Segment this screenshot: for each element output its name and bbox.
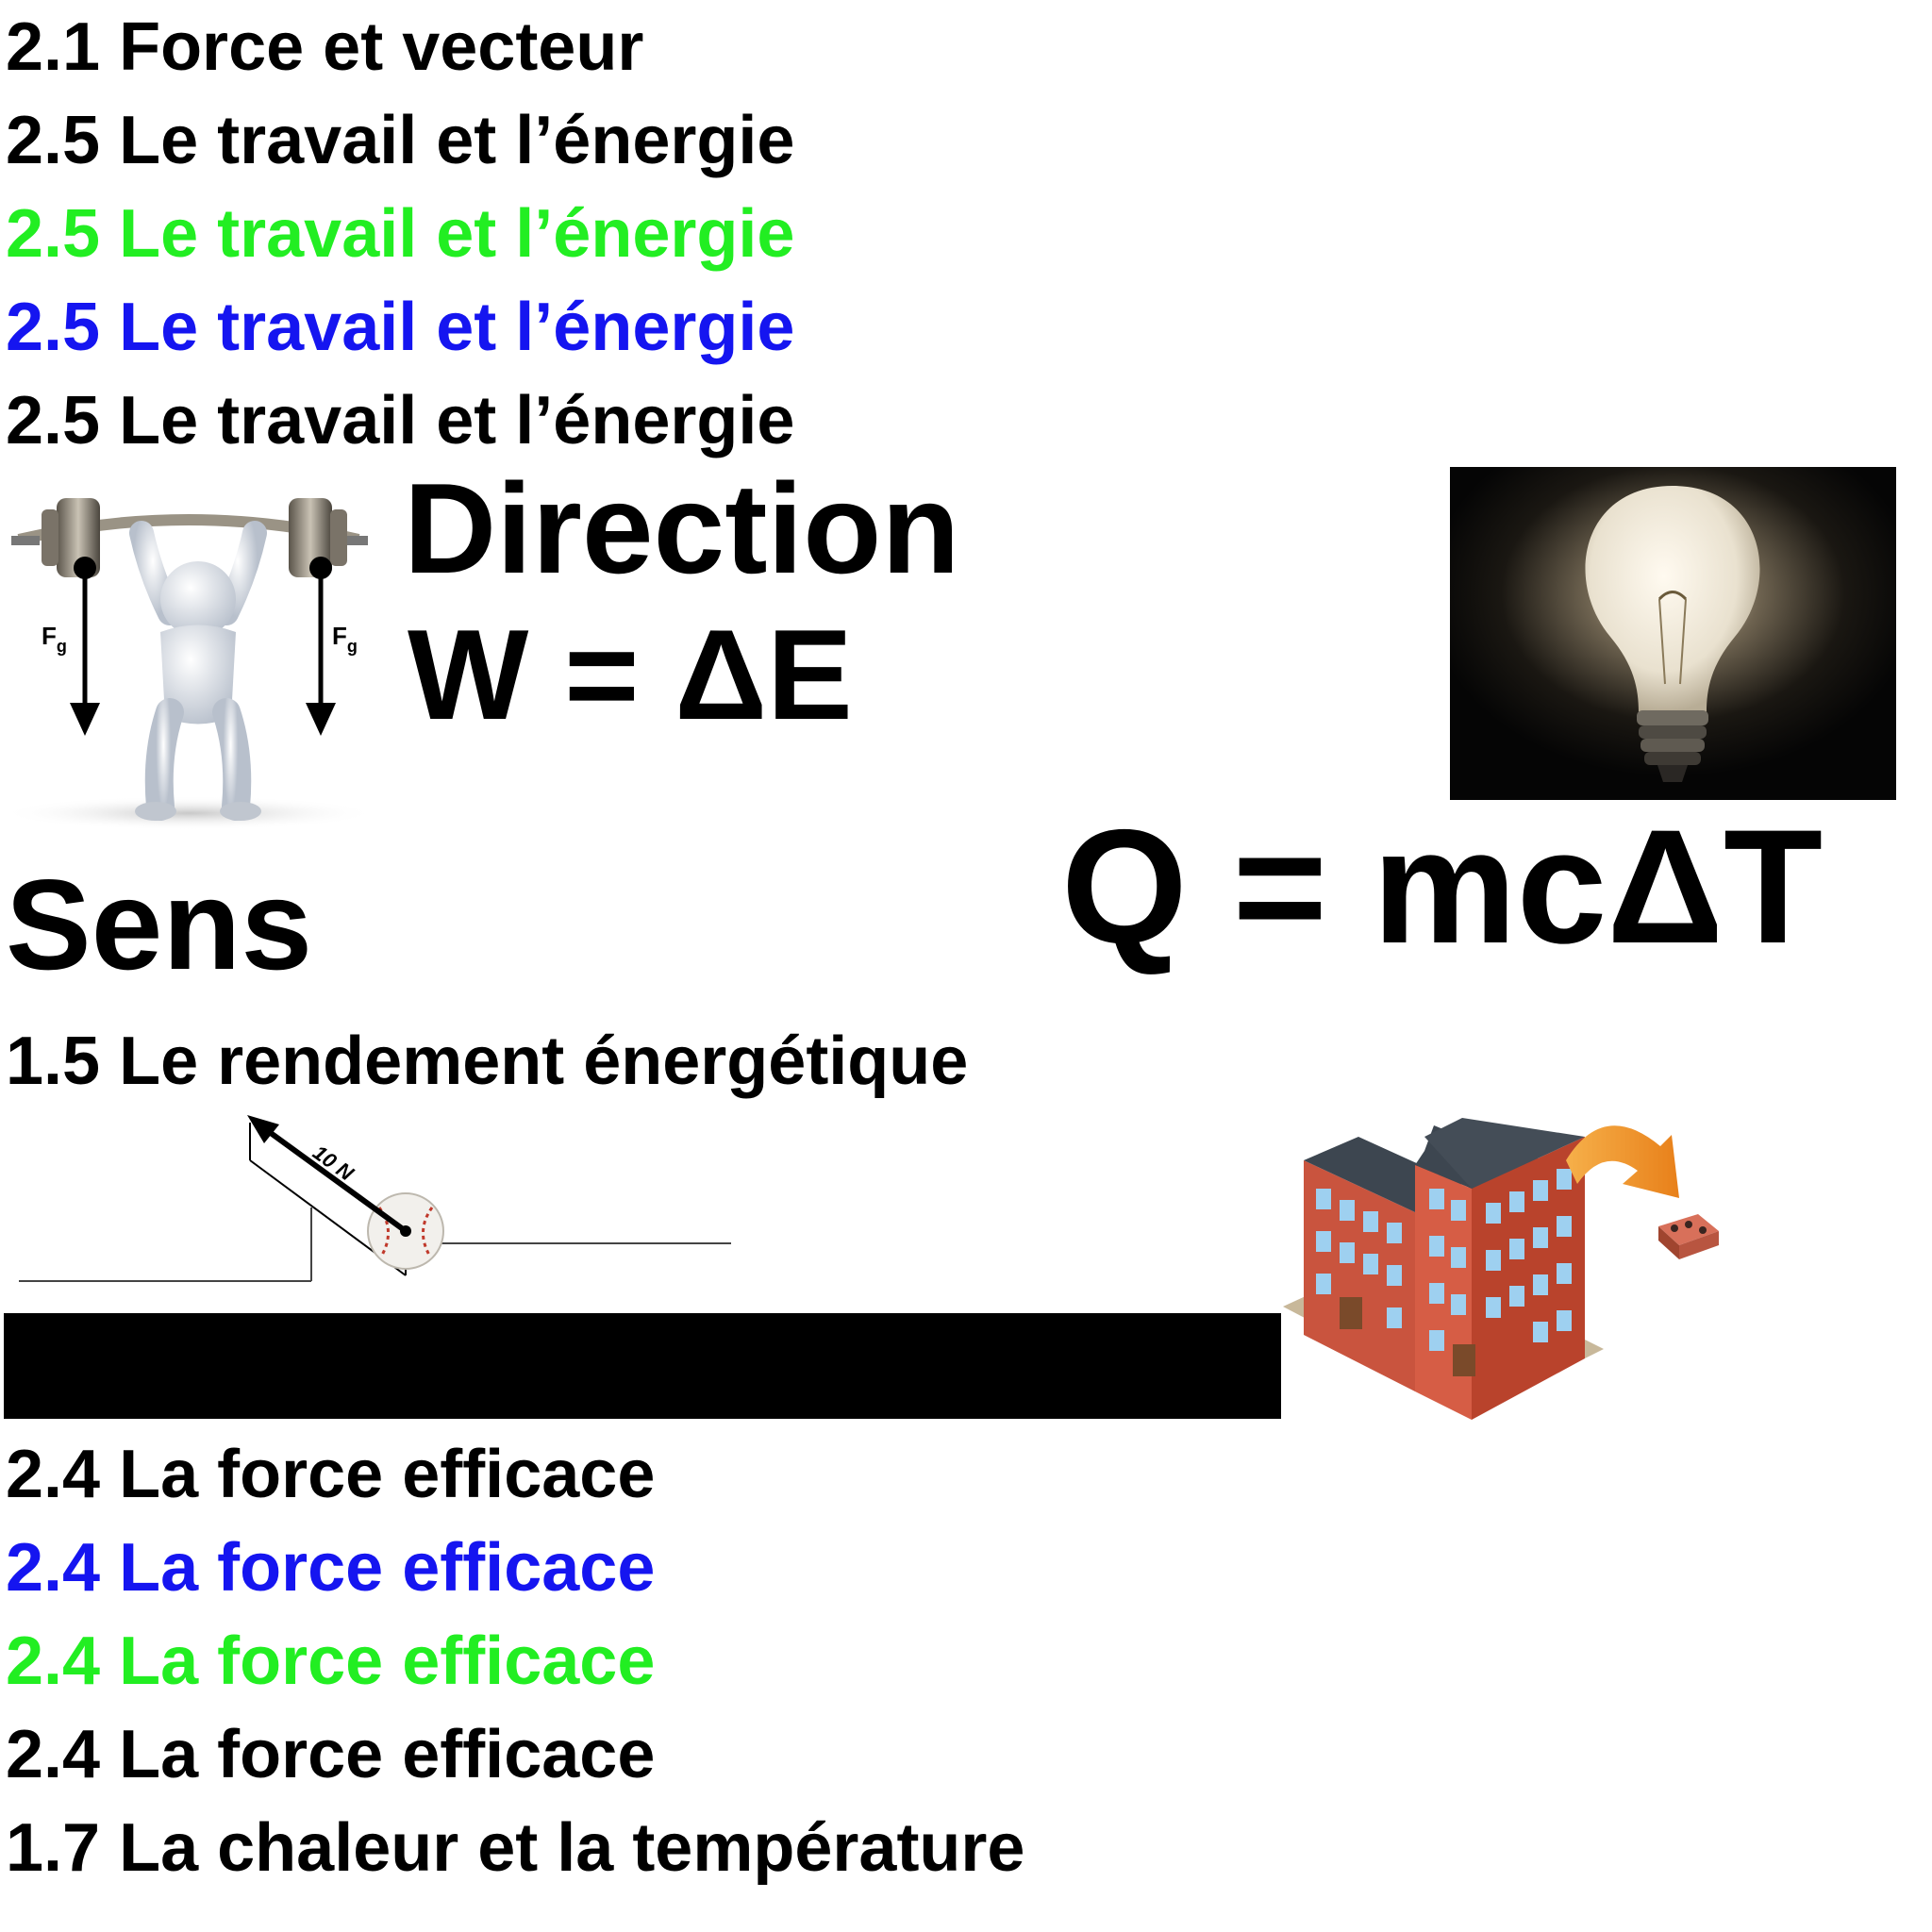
- force-label-right: Fg: [332, 622, 358, 656]
- black-bar: [4, 1313, 1281, 1419]
- force-label-left: Fg: [42, 622, 67, 656]
- title-travail-energie-green: 2.5 Le travail et l’énergie: [6, 196, 795, 272]
- ramp-figure: 10 N: [19, 1115, 731, 1282]
- gravity-arrow-left: [70, 557, 100, 736]
- title-rendement-energetique: 1.5 Le rendement énergétique: [6, 1024, 969, 1099]
- title-force-efficace-black: 2.4 La force efficace: [6, 1717, 656, 1792]
- title-force-efficace-green: 2.4 La force efficace: [6, 1624, 656, 1699]
- title-travail-energie-blue: 2.5 Le travail et l’énergie: [6, 290, 795, 365]
- light-bulb-icon: [1585, 486, 1760, 782]
- curved-arrow-icon: [1566, 1125, 1679, 1198]
- weightlifter-figure: Fg Fg: [0, 498, 377, 830]
- sens-label: Sens: [6, 853, 313, 996]
- title-travail-energie: 2.5 Le travail et l’énergie: [6, 103, 795, 178]
- title-travail-energie-black: 2.5 Le travail et l’énergie: [6, 383, 795, 458]
- gravity-arrow-right: [306, 557, 336, 736]
- direction-label: Direction: [404, 457, 960, 600]
- title-chaleur-temperature: 1.7 La chaleur et la température: [6, 1810, 1025, 1886]
- brick-icon: [1658, 1214, 1719, 1259]
- title-force-vecteur: 2.1 Force et vecteur: [6, 9, 644, 85]
- title-force-efficace-blue: 2.4 La force efficace: [6, 1530, 656, 1606]
- weightlifter-icon: [11, 498, 368, 821]
- applied-force-arrow: [247, 1115, 411, 1237]
- light-bulb-figure: [1450, 467, 1896, 800]
- building-figure: [1283, 1118, 1719, 1420]
- heat-formula: Q = mcΔT: [1061, 796, 1824, 977]
- building-icon: [1283, 1118, 1604, 1420]
- work-energy-formula: W = ΔE: [408, 603, 853, 746]
- title-force-efficace: 2.4 La force efficace: [6, 1437, 656, 1512]
